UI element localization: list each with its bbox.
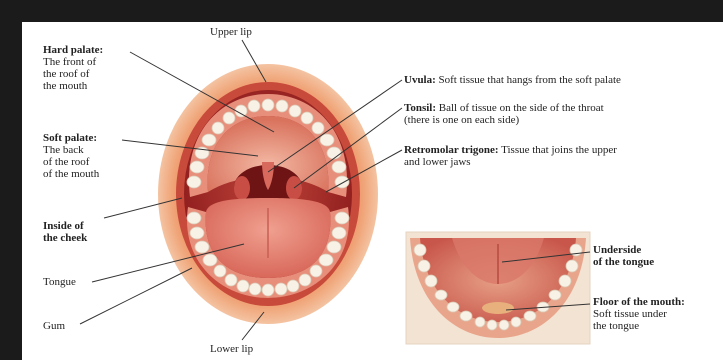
soft-palate-desc-2: of the roof bbox=[43, 156, 99, 168]
label-tongue: Tongue bbox=[43, 276, 76, 288]
label-soft-palate: Soft palate: The back of the roof of the… bbox=[43, 132, 99, 180]
underside-tongue-line-1: Underside bbox=[593, 244, 654, 256]
soft-palate-desc-3: of the mouth bbox=[43, 168, 99, 180]
hard-palate-desc-3: the mouth bbox=[43, 80, 103, 92]
floor-mouth-title: Floor of the mouth: bbox=[593, 296, 685, 308]
label-hard-palate: Hard palate: The front of the roof of th… bbox=[43, 44, 103, 92]
label-lower-lip: Lower lip bbox=[210, 343, 253, 355]
retromolar-desc-2: and lower jaws bbox=[404, 156, 617, 168]
label-upper-lip: Upper lip bbox=[210, 26, 252, 38]
label-gum: Gum bbox=[43, 320, 65, 332]
hard-palate-desc-1: The front of bbox=[43, 56, 103, 68]
retromolar-title: Retromolar trigone: bbox=[404, 144, 499, 156]
label-floor-of-mouth: Floor of the mouth: Soft tissue under th… bbox=[593, 296, 685, 332]
retromolar-desc-1: Tissue that joins the upper bbox=[501, 144, 617, 156]
floor-mouth-desc-1: Soft tissue under bbox=[593, 308, 685, 320]
soft-palate-title: Soft palate: bbox=[43, 132, 99, 144]
tonsil-desc-2: (there is one on each side) bbox=[404, 114, 604, 126]
hard-palate-desc-2: the roof of bbox=[43, 68, 103, 80]
label-uvula: Uvula: Soft tissue that hangs from the s… bbox=[404, 74, 621, 86]
left-tonsil bbox=[234, 176, 250, 200]
label-underside-tongue: Underside of the tongue bbox=[593, 244, 654, 268]
tonsil-desc-1: Ball of tissue on the side of the throat bbox=[439, 102, 604, 114]
inset-underside-tongue bbox=[406, 232, 590, 344]
soft-palate-desc-1: The back bbox=[43, 144, 99, 156]
hard-palate-title: Hard palate: bbox=[43, 44, 103, 56]
underside-tongue-line-2: of the tongue bbox=[593, 256, 654, 268]
inside-cheek-line-1: Inside of bbox=[43, 220, 87, 232]
uvula-desc: Soft tissue that hangs from the soft pal… bbox=[439, 74, 621, 86]
diagram-panel: Upper lip Hard palate: The front of the … bbox=[22, 22, 723, 360]
uvula-title: Uvula: bbox=[404, 74, 436, 86]
floor-mouth-desc-2: the tongue bbox=[593, 320, 685, 332]
label-inside-cheek: Inside of the cheek bbox=[43, 220, 87, 244]
tonsil-title: Tonsil: bbox=[404, 102, 436, 114]
label-retromolar-trigone: Retromolar trigone: Tissue that joins th… bbox=[404, 144, 617, 168]
label-tonsil: Tonsil: Ball of tissue on the side of th… bbox=[404, 102, 604, 126]
inside-cheek-line-2: the cheek bbox=[43, 232, 87, 244]
